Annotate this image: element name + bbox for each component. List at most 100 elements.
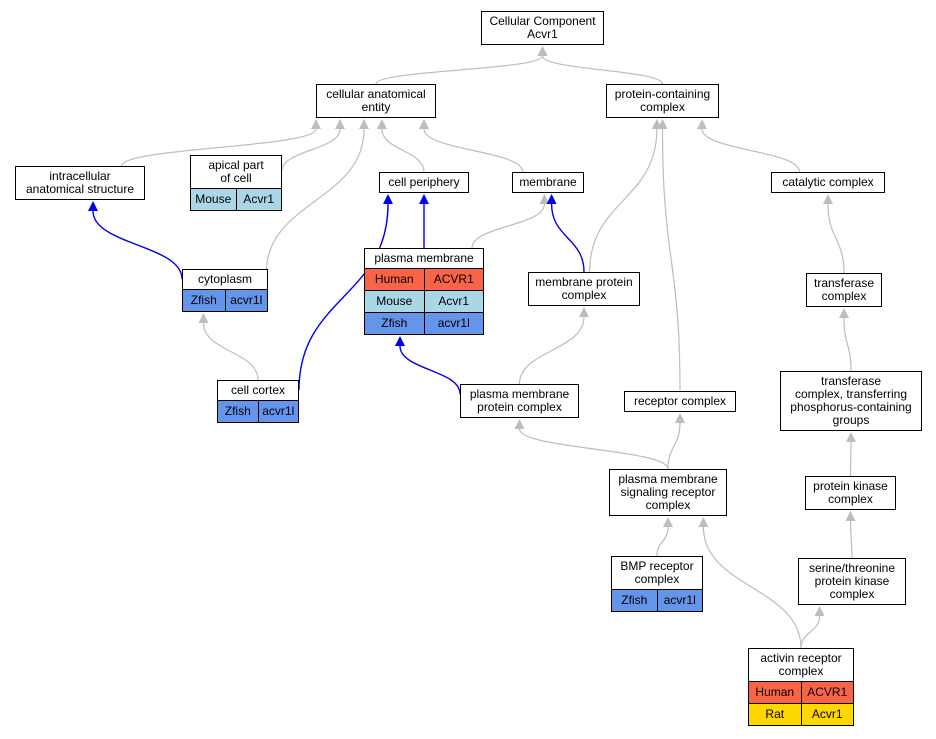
gene-label: acvr1l bbox=[656, 590, 703, 611]
edge-part-of bbox=[92, 210, 183, 280]
node-cell-periphery[interactable]: cell periphery bbox=[379, 172, 469, 193]
node-title-line: transferase bbox=[813, 276, 875, 290]
edge-is-a bbox=[202, 322, 259, 381]
edge-part-of bbox=[399, 345, 461, 395]
species-label: Zfish bbox=[190, 293, 217, 307]
edge-arrowhead bbox=[814, 606, 825, 616]
edge-arrowhead bbox=[579, 307, 589, 317]
node-title: catalytic complex bbox=[772, 173, 884, 192]
node-title: membrane bbox=[513, 173, 583, 192]
node-title-line: protein-containing bbox=[614, 87, 711, 101]
node-receptor-complex[interactable]: receptor complex bbox=[624, 391, 736, 412]
species-label: Mouse bbox=[376, 294, 413, 308]
node-title: cell cortex bbox=[218, 381, 298, 400]
edge-arrowhead bbox=[657, 119, 668, 129]
edge-is-a bbox=[518, 316, 585, 385]
node-title-line: activin receptor bbox=[760, 651, 842, 665]
edge-is-a bbox=[265, 128, 365, 274]
node-title-line: cell periphery bbox=[388, 175, 460, 189]
node-title-line: serine/threonine bbox=[808, 561, 896, 575]
node-title-line: complex bbox=[778, 664, 824, 678]
edge-part-of bbox=[298, 203, 389, 391]
node-title-line: complex, transferring bbox=[794, 387, 908, 401]
node-title-line: cellular anatomical bbox=[326, 87, 426, 101]
node-title-line: protein complex bbox=[477, 400, 562, 414]
node-title-line: apical part bbox=[208, 158, 264, 172]
edge-is-a bbox=[849, 441, 852, 477]
node-membrane[interactable]: membrane bbox=[512, 172, 584, 193]
node-title-line: cytoplasm bbox=[197, 272, 253, 286]
gene-label: acvr1l bbox=[423, 313, 484, 334]
node-catalytic-complex[interactable]: catalytic complex bbox=[771, 172, 885, 193]
edge-is-a bbox=[541, 55, 664, 85]
edge-arrowhead bbox=[377, 119, 387, 129]
edge-arrowhead bbox=[198, 313, 209, 323]
edge-arrowhead bbox=[419, 194, 429, 204]
edge-arrowhead bbox=[395, 336, 405, 346]
edge-arrowhead bbox=[698, 517, 709, 527]
node-title-line: plasma membrane bbox=[469, 387, 570, 401]
node-title-line: complex bbox=[829, 587, 875, 601]
edge-arrowhead bbox=[359, 119, 369, 129]
edge-is-a bbox=[702, 526, 802, 649]
node-title-line: entity bbox=[361, 100, 391, 114]
node-title-line: intracellular bbox=[49, 169, 111, 183]
edge-part-of bbox=[550, 203, 585, 273]
edge-arrowhead bbox=[675, 413, 685, 423]
edge-is-a bbox=[800, 615, 821, 649]
node-title-line: groups bbox=[832, 413, 870, 427]
node-title-line: of cell bbox=[220, 171, 252, 185]
edge-arrowhead bbox=[823, 194, 833, 204]
gene-label: ACVR1 bbox=[800, 682, 854, 703]
edge-arrowhead bbox=[845, 511, 856, 521]
species-label: Zfish bbox=[381, 316, 408, 330]
edge-is-a bbox=[701, 128, 801, 173]
edge-is-a bbox=[661, 128, 681, 392]
species-label: Human bbox=[374, 272, 414, 286]
node-title-line: transferase bbox=[820, 374, 882, 388]
node-title: cell periphery bbox=[380, 173, 468, 192]
node-title-line: complex bbox=[821, 289, 867, 303]
edge-arrowhead bbox=[311, 119, 321, 129]
edge-arrowhead bbox=[839, 308, 849, 318]
node-title-line: protein kinase bbox=[814, 574, 890, 588]
node-title-line: signaling receptor bbox=[620, 485, 716, 499]
node-title-line: anatomical structure bbox=[25, 182, 135, 196]
edge-arrowhead bbox=[546, 194, 557, 204]
edge-is-a bbox=[827, 203, 845, 274]
